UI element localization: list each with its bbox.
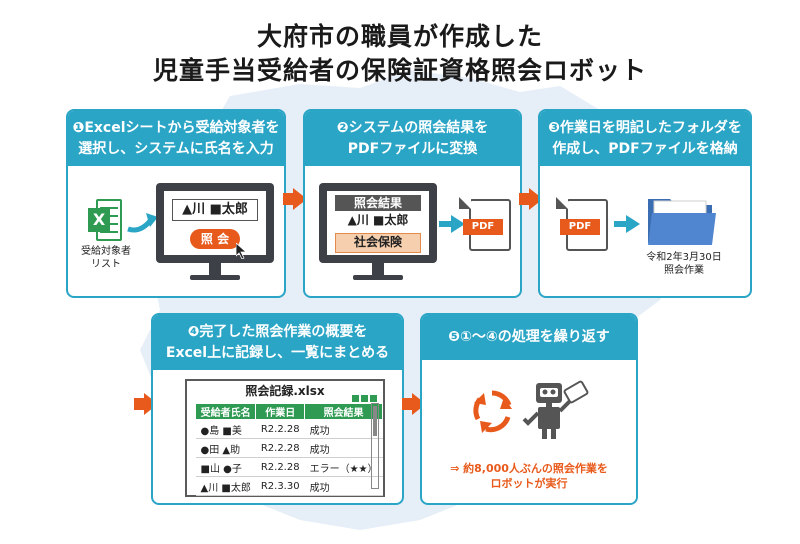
pdf-label: PDF [560,219,600,235]
step3-header-line1: ❸作業日を明記したフォルダを [548,120,742,136]
table-row: ■山 ●子 R2.2.28 エラー（★★） [195,457,383,477]
summary-note: ⇒ 約8,000人ぶんの照会作業を ロボットが実行 [432,461,626,491]
page-title: 大府市の職員が作成した 児童手当受給者の保険証資格照会ロボット [0,20,800,88]
summary-note-line2: ロボットが実行 [490,477,568,490]
file-label-line1: 受給対象者 [81,246,131,257]
flow-arrow-icon [439,215,465,233]
step5-header: ❺①〜④の処理を繰り返す [422,315,636,360]
step3-header: ❸作業日を明記したフォルダを 作成し、PDFファイルを格納 [540,111,750,166]
robot-icon [522,380,589,439]
step1-header: ❶Excelシートから受給対象者を 選択し、システムに氏名を入力 [68,111,284,166]
query-button: 照 会 [190,229,240,249]
title-line2: 児童手当受給者の保険証資格照会ロボット [152,56,647,85]
step3-header-line2: 作成し、PDFファイルを格納 [552,141,738,157]
step1-header-line1: ❶Excelシートから受給対象者を [72,120,280,136]
record-table: 受給者氏名 作業日 照会結果 ●島 ■美 R2.2.28 成功 ●田 ▲助 R2… [194,403,384,496]
step3-panel: ❸作業日を明記したフォルダを 作成し、PDFファイルを格納 PDF 令和2年3月… [538,109,752,298]
folder-icon [648,199,716,245]
excel-window: 照会記録.xlsx 受給者氏名 作業日 照会結果 ●島 ■美 R2.2.28 成… [185,379,385,497]
excel-file-icon: X [88,199,122,241]
cell-date: R2.2.28 [255,419,305,439]
step2-header: ❷システムの照会結果を PDFファイルに変換 [305,111,520,166]
col-header-date: 作業日 [255,403,306,420]
col-header-result: 照会結果 [304,403,384,420]
step4-header: ❹完了した照会作業の概要を Excel上に記録し、一覧にまとめる [153,315,402,370]
cell-result: 成功 [304,419,383,439]
step2-header-line1: ❷システムの照会結果を [336,120,489,136]
step2-header-line2: PDFファイルに変換 [347,141,478,157]
cell-result: エラー（★★） [304,457,383,477]
step5-panel: ❺①〜④の処理を繰り返す ⇒ 約8,000人ぶんの照会作業を ロボットが実行 [420,313,638,505]
folder-label: 令和2年3月30日 照会作業 [644,251,724,277]
cell-name: ■山 ●子 [195,457,256,477]
step4-header-line2: Excel上に記録し、一覧にまとめる [165,345,390,361]
excel-file-title: 照会記録.xlsx [245,384,325,398]
step2-panel: ❷システムの照会結果を PDFファイルに変換 照会結果 ▲川 ■太郎 社会保険 … [303,109,522,298]
table-row: ▲川 ■太郎 R2.3.30 成功 [195,476,383,496]
cell-date: R2.2.28 [255,457,305,477]
table-row: ●田 ▲助 R2.2.28 成功 [195,438,383,458]
cursor-icon [236,243,248,259]
step1-header-line2: 選択し、システムに氏名を入力 [78,141,274,157]
recycle-icon [473,390,512,433]
step4-header-line1: ❹完了した照会作業の概要を [187,324,368,340]
pdf-label: PDF [463,219,503,235]
result-tag: 社会保険 [335,233,421,253]
window-buttons [350,387,377,406]
excel-letter: X [88,208,110,232]
scrollbar [371,403,379,489]
cell-name: ●田 ▲助 [195,438,256,458]
flow-arrow-icon [127,213,158,233]
title-line1: 大府市の職員が作成した [256,22,543,51]
cell-date: R2.3.30 [255,476,305,496]
file-label-line2: リスト [91,259,121,270]
table-row: ●島 ■美 R2.2.28 成功 [195,419,383,439]
cell-name: ●島 ■美 [195,419,256,439]
cell-result: 成功 [304,476,383,496]
excel-file-label: 受給対象者 リスト [76,245,136,271]
summary-note-line1: ⇒ 約8,000人ぶんの照会作業を [450,462,608,475]
result-header: 照会結果 [335,195,421,211]
name-entry-field: ▲川 ■太郎 [172,199,258,221]
result-name: ▲川 ■太郎 [347,213,409,227]
step4-panel: ❹完了した照会作業の概要を Excel上に記録し、一覧にまとめる 照会記録.xl… [151,313,404,505]
flow-arrow-icon [614,215,640,233]
step1-panel: ❶Excelシートから受給対象者を 選択し、システムに氏名を入力 X 受給対象者… [66,109,286,298]
folder-label-line1: 令和2年3月30日 [646,252,722,263]
col-header-name: 受給者氏名 [194,403,257,420]
cell-name: ▲川 ■太郎 [195,476,256,496]
cell-result: 成功 [304,438,383,458]
cell-date: R2.2.28 [255,438,305,458]
folder-label-line2: 照会作業 [664,265,704,276]
step5-header-line1: ❺①〜④の処理を繰り返す [448,329,610,345]
